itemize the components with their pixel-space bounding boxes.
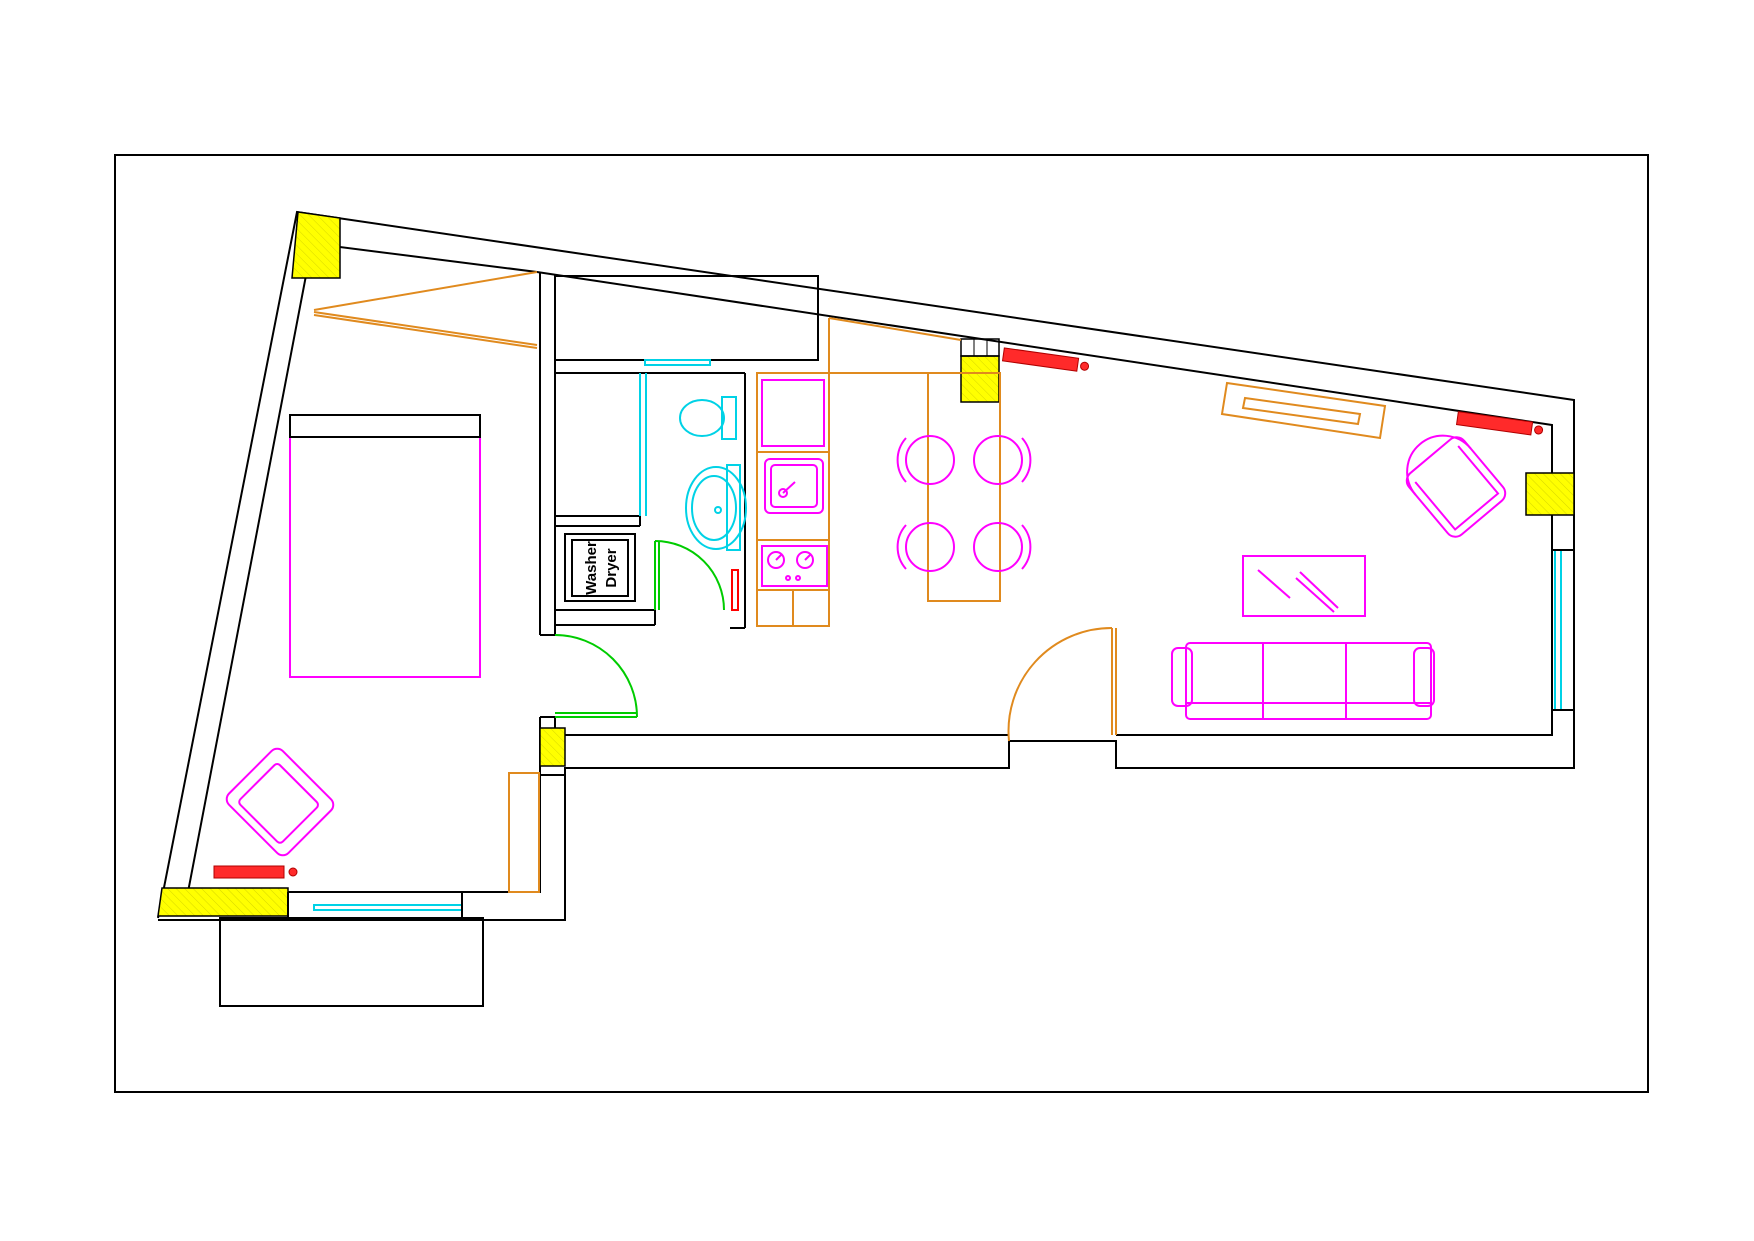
storage-closet [554,275,819,361]
dining-table [927,372,1001,602]
hob-icon [761,545,828,587]
radiator-icon-living [1455,411,1544,436]
outer-wall [157,210,1575,921]
wardrobe-door [313,271,538,311]
drawing-frame [114,154,1649,1093]
bed-icon [289,436,481,678]
carpentry [313,271,1387,893]
balcony [219,917,484,1007]
bedroom-cabinet [508,772,540,893]
bathroom-door-swing [654,540,725,611]
pillar-kitchen [960,355,1000,403]
washer-dryer-label: Washer Dryer [583,541,620,595]
fridge [761,379,825,447]
radiator-icon-kitchen [1001,347,1090,372]
washer-dryer-icon [564,533,636,602]
windows [287,359,1574,918]
walls [157,210,1575,921]
kitchen-counter [756,372,830,627]
shower-icon [731,569,739,611]
armchair-icon-living [1405,434,1507,538]
sink-icon [764,458,824,514]
door-swings [554,540,725,718]
radiator-icon [213,865,298,879]
dining-chair-icon [896,435,1032,572]
pillar-corridor [539,727,566,767]
tv-unit [1220,381,1387,440]
sofa-icon [1171,642,1435,720]
furniture [225,379,1507,857]
coffee-table-icon [1242,555,1366,617]
toilet-icon [679,396,737,440]
inner-wall-top [307,245,1553,736]
washer-label: Washer [583,541,600,595]
pillar-top-left [291,211,341,279]
radiators [213,347,1544,879]
pillars [157,211,1575,917]
washbasin-icon [685,464,747,551]
window-living [1554,549,1562,711]
pillar-bottom-left [157,887,289,917]
window-bedroom [313,904,463,911]
entrance-door-swing [1007,626,1113,742]
tv-icon [1241,396,1362,426]
pillar-right [1525,472,1575,516]
bedroom-door-swing [554,634,638,718]
dryer-label: Dryer [603,548,620,587]
armchair-icon [225,747,335,857]
sanitary [679,396,747,551]
